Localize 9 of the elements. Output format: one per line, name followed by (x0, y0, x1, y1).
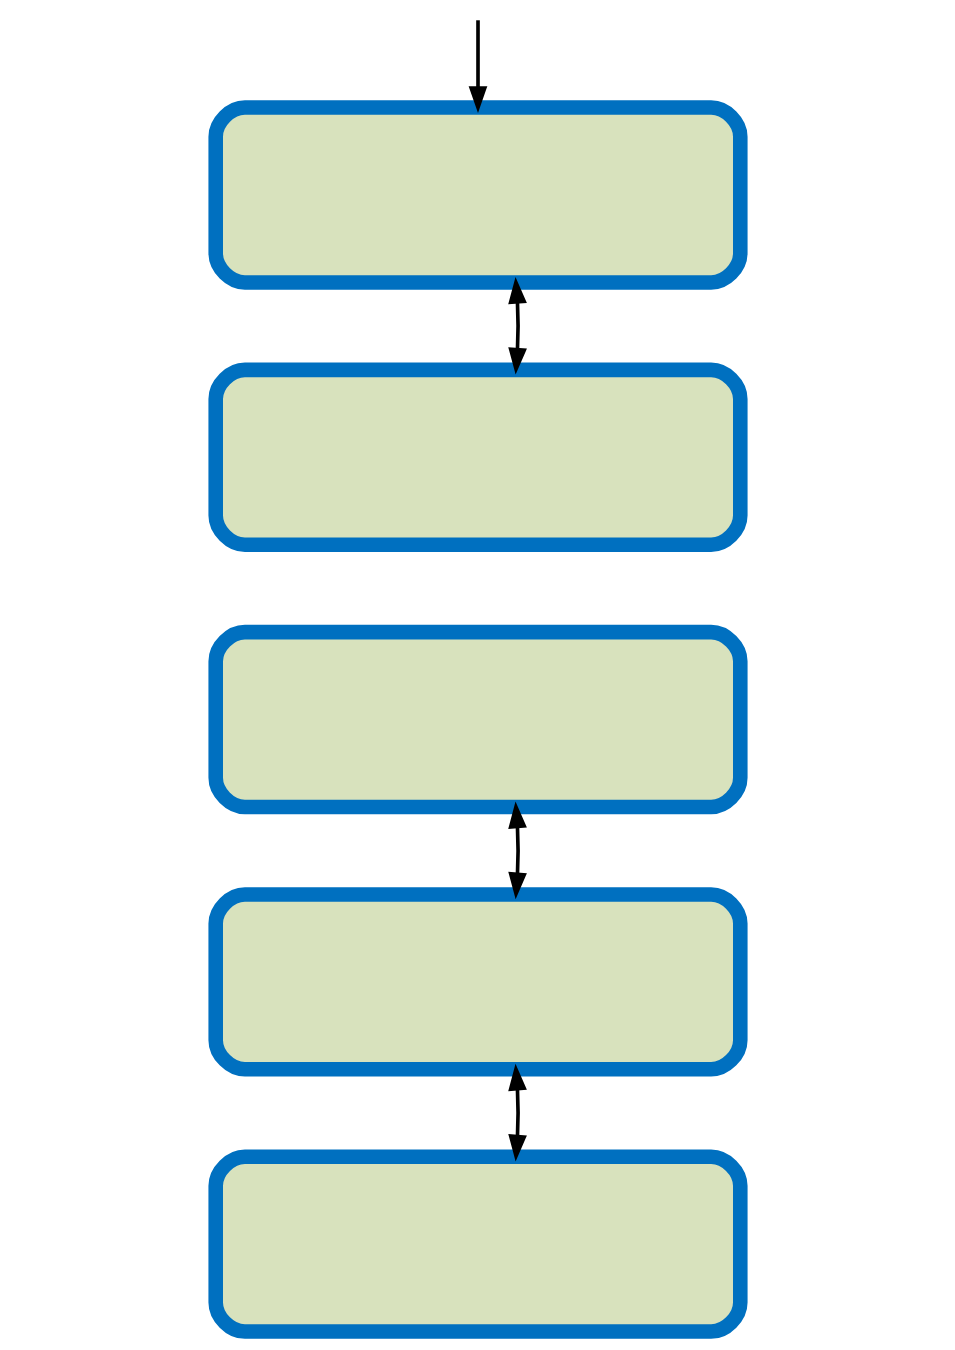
node-box (207, 1149, 748, 1339)
node-box (207, 887, 748, 1077)
arrow (507, 801, 527, 900)
node-box (207, 624, 748, 815)
arrow (507, 276, 527, 375)
arrow (468, 20, 487, 113)
node-box (207, 100, 748, 290)
arrow (507, 1063, 527, 1162)
node-box (207, 362, 748, 552)
